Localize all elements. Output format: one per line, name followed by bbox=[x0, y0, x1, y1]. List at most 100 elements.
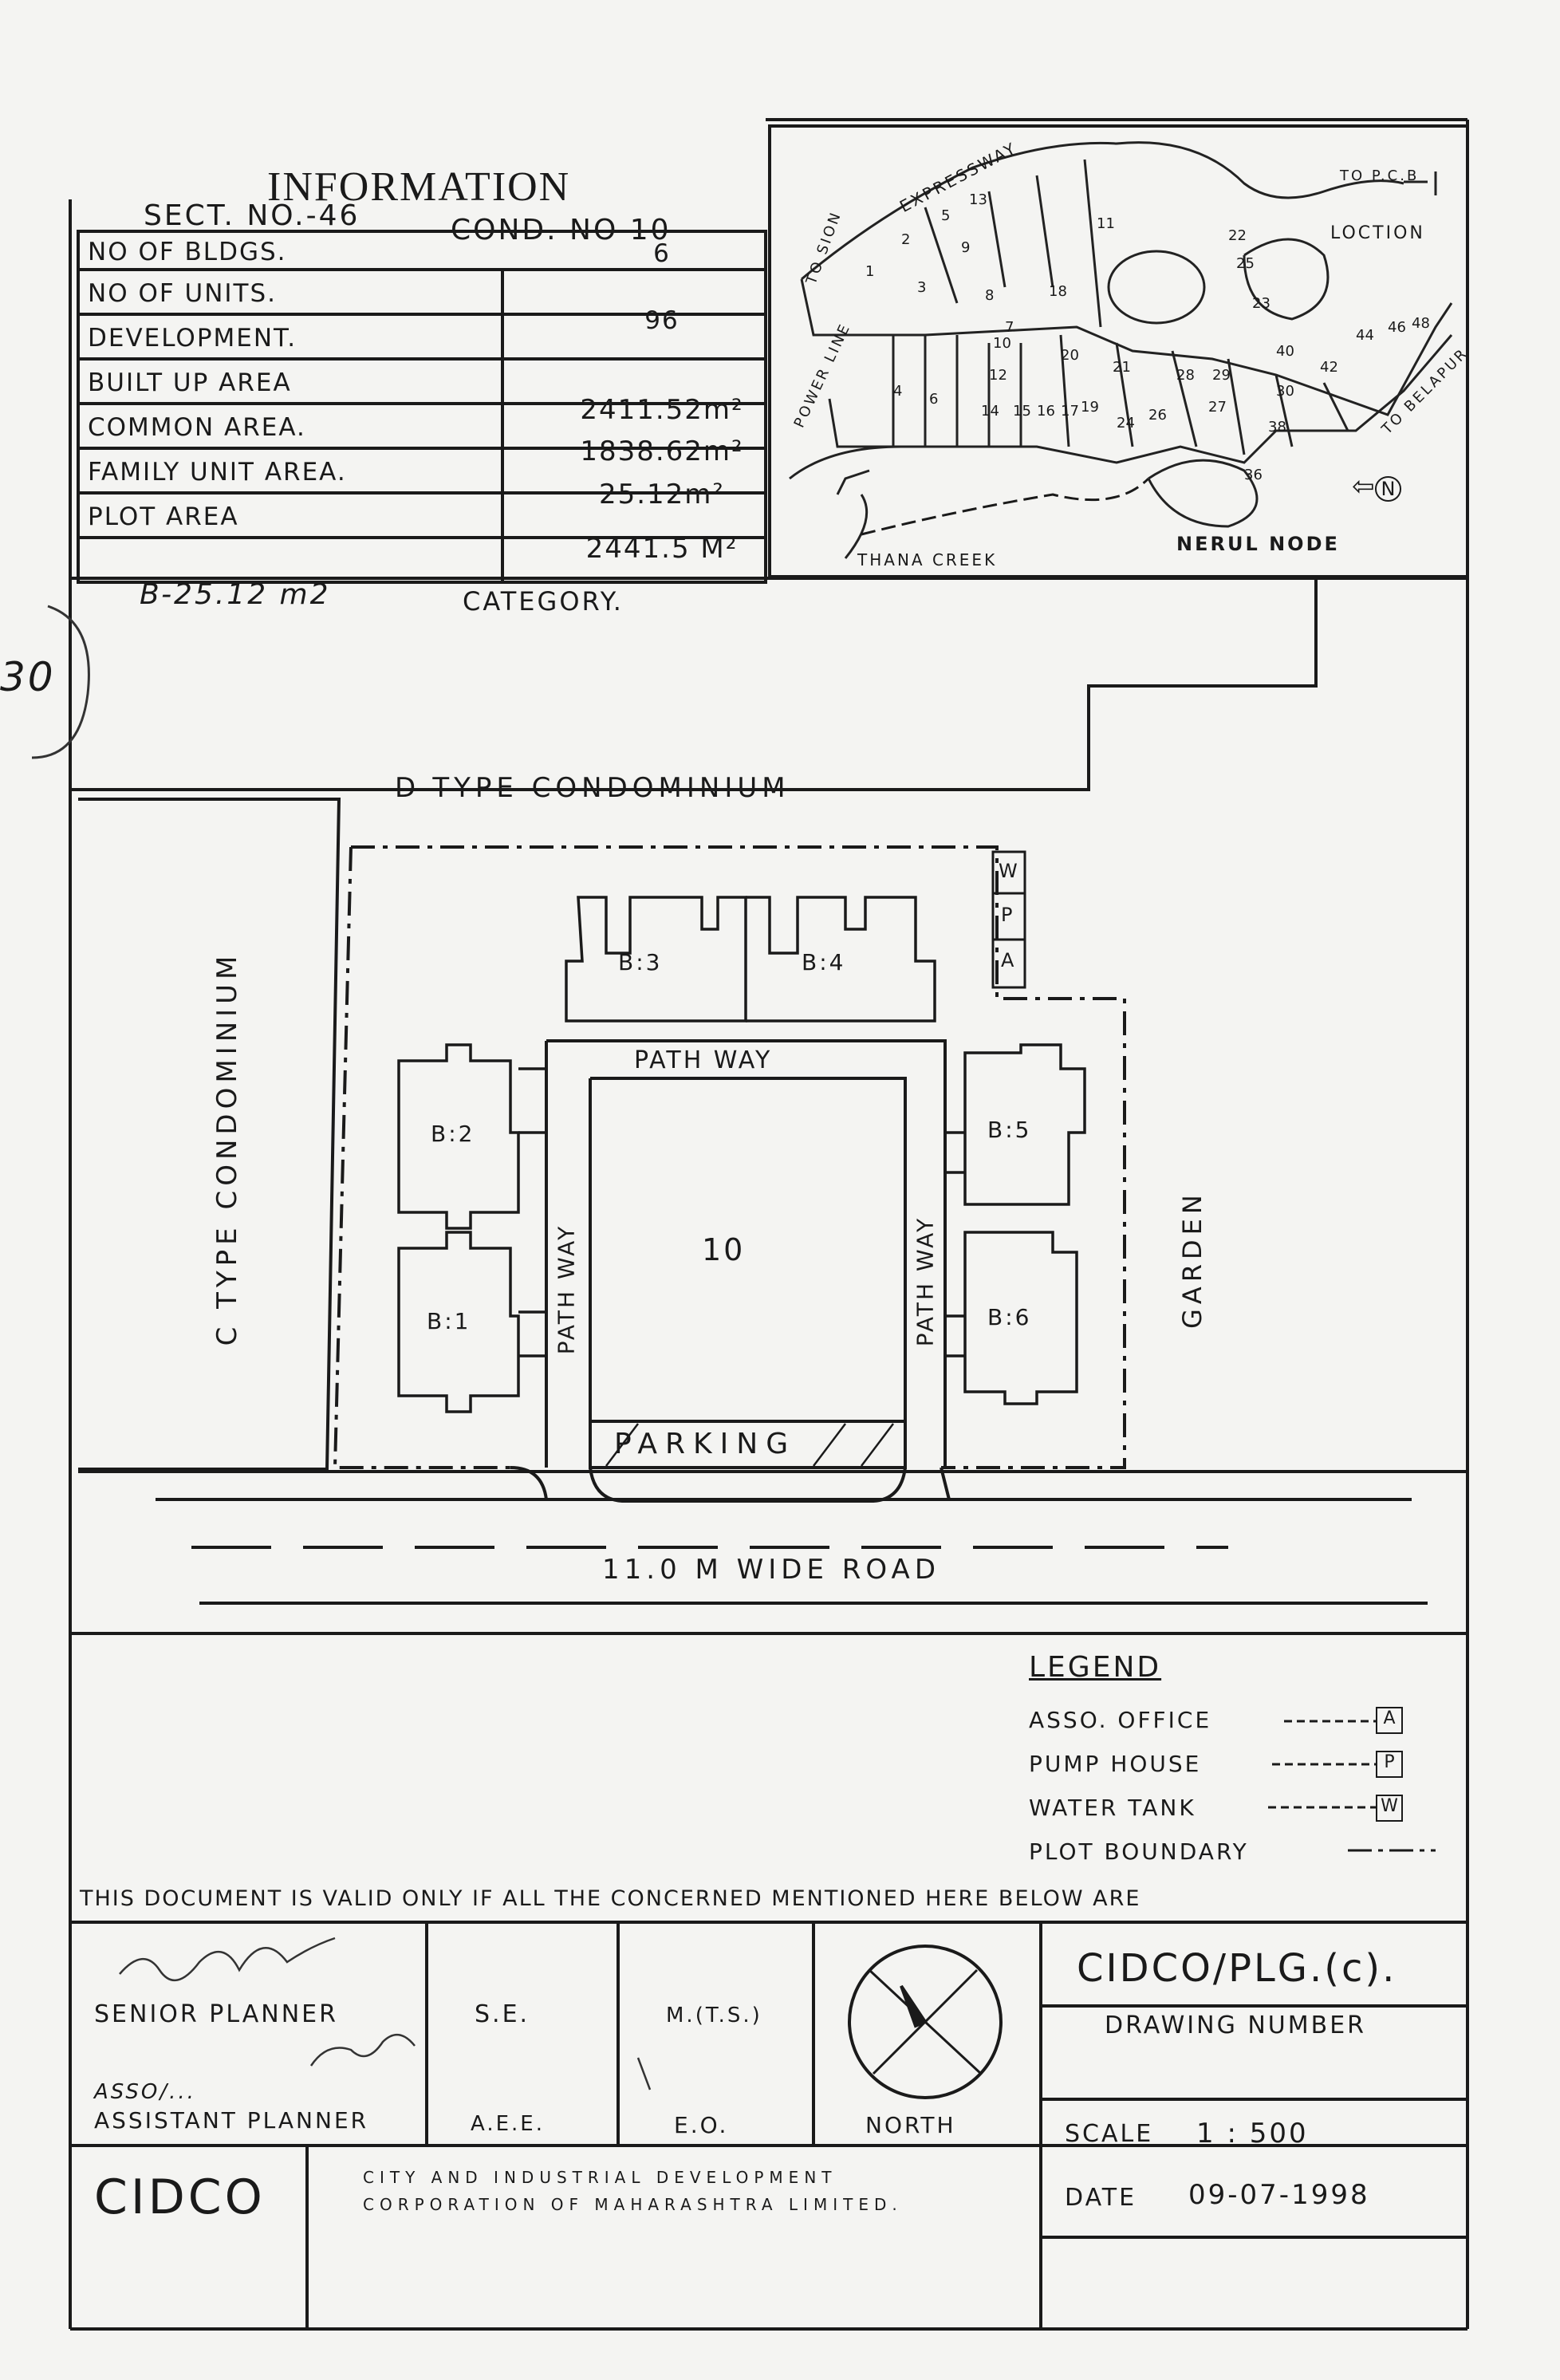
d-type-condominium-label: D-TYPE CONDOMINIUM bbox=[395, 772, 790, 804]
parking-label: PARKING bbox=[614, 1428, 797, 1460]
info-row-family-unit-area: FAMILY UNIT AREA.25.12m² bbox=[88, 458, 726, 510]
key-map-thana-creek: THANA CREEK bbox=[857, 550, 998, 569]
key-map-sector-number: 9 bbox=[961, 239, 971, 256]
key-map-sector-number: 10 bbox=[993, 335, 1011, 352]
assistant-planner-label: ASSISTANT PLANNER bbox=[94, 2107, 369, 2134]
key-map-sector-number: 13 bbox=[969, 191, 987, 208]
drawing-number-label: DRAWING NUMBER bbox=[1105, 2012, 1367, 2039]
key-map-sector-number: 2 bbox=[901, 231, 911, 248]
key-map-sector-number: 26 bbox=[1148, 407, 1167, 424]
category-value: B-25.12 m2 bbox=[140, 578, 331, 611]
building-b2: B:2 bbox=[431, 1121, 475, 1147]
legend-title: LEGEND bbox=[1029, 1651, 1162, 1684]
key-map-sector-number: 24 bbox=[1117, 415, 1135, 431]
sector-number: SECT. NO.-46 bbox=[144, 199, 360, 232]
key-map-sector-number: 18 bbox=[1049, 283, 1067, 300]
key-map-sector-number: 16 bbox=[1037, 403, 1055, 420]
pathway-left-label: PATH WAY bbox=[553, 1223, 580, 1355]
key-map-sector-number: 15 bbox=[1013, 403, 1031, 420]
key-map-sector-number: 21 bbox=[1113, 359, 1131, 376]
key-map-sector-number: 46 bbox=[1388, 319, 1406, 336]
amenity-pump-house: P bbox=[1001, 904, 1015, 926]
info-row-bldgs: NO OF BLDGS.6 bbox=[88, 238, 671, 268]
key-map-sector-number: 3 bbox=[917, 279, 927, 296]
key-map-sector-number: 20 bbox=[1061, 347, 1079, 364]
key-map-sector-number: 14 bbox=[981, 403, 999, 420]
building-b4: B:4 bbox=[802, 949, 846, 975]
key-map-sector-number: 8 bbox=[985, 287, 995, 304]
info-row-development: DEVELOPMENT. bbox=[88, 324, 297, 353]
scale-value: 1 : 500 bbox=[1196, 2118, 1309, 2149]
key-map-sector-number: 22 bbox=[1228, 227, 1247, 244]
validity-note: THIS DOCUMENT IS VALID ONLY IF ALL THE C… bbox=[80, 1886, 1141, 1911]
pathway-right-label: PATH WAY bbox=[912, 1216, 939, 1347]
key-map-sector-number: 27 bbox=[1208, 399, 1227, 416]
c-type-condominium-label: C TYPE CONDOMINIUM bbox=[211, 951, 243, 1346]
key-map-node: NERUL NODE bbox=[1176, 533, 1340, 555]
legend-item-asso-office: ASSO. OFFICE bbox=[1029, 1707, 1212, 1733]
legend-item-pump-house: PUMP HOUSE bbox=[1029, 1751, 1202, 1777]
org-name-line1: CITY AND INDUSTRIAL DEVELOPMENT bbox=[363, 2168, 837, 2187]
key-map-sector-number: 29 bbox=[1212, 367, 1231, 384]
key-map-to-pcb: TO P.C.B bbox=[1340, 167, 1420, 184]
legend-item-plot-boundary: PLOT BOUNDARY bbox=[1029, 1838, 1249, 1865]
org-logo-text: CIDCO bbox=[94, 2169, 266, 2225]
legend-symbol-asso-office: A bbox=[1376, 1707, 1403, 1734]
key-map-sector-number: 23 bbox=[1252, 295, 1270, 312]
key-map-sector-number: 25 bbox=[1236, 255, 1255, 272]
date-label: DATE bbox=[1065, 2184, 1137, 2212]
condominium-number: COND. NO 10 bbox=[451, 214, 672, 246]
key-map-sector-number: 38 bbox=[1268, 419, 1286, 435]
key-map-sector-number: 48 bbox=[1412, 315, 1430, 332]
north-arrow-icon: ⇦N bbox=[1352, 471, 1416, 502]
eo-label: E.O. bbox=[674, 2112, 729, 2138]
key-map-sector-number: 19 bbox=[1081, 399, 1099, 416]
se-label: S.E. bbox=[475, 2000, 530, 2028]
site-plan bbox=[70, 798, 1467, 1635]
key-map-sector-number: 30 bbox=[1276, 383, 1294, 400]
title-block-lines bbox=[70, 1921, 1467, 2329]
amenity-asso-office: A bbox=[1001, 949, 1017, 971]
key-map-sector-number: 7 bbox=[1005, 319, 1014, 336]
aee-label: A.E.E. bbox=[471, 2112, 545, 2136]
drawing-code: CIDCO/PLG.(c). bbox=[1077, 1946, 1397, 1991]
key-map-sector-number: 12 bbox=[989, 367, 1007, 384]
org-name-line2: CORPORATION OF MAHARASHTRA LIMITED. bbox=[363, 2195, 903, 2214]
category-label: CATEGORY. bbox=[463, 586, 624, 617]
buildings-outline bbox=[397, 896, 1086, 1413]
legend-symbol-water-tank: W bbox=[1376, 1795, 1403, 1822]
garden-label: GARDEN bbox=[1177, 1190, 1207, 1329]
info-title: INFORMATION bbox=[267, 164, 571, 210]
key-map-sector-number: 40 bbox=[1276, 343, 1294, 360]
building-b1: B:1 bbox=[427, 1308, 471, 1334]
key-map-sector-number: 1 bbox=[865, 263, 875, 280]
date-value: 09-07-1998 bbox=[1188, 2179, 1370, 2211]
amenity-water-tank: W bbox=[999, 860, 1020, 882]
key-map-sector-number: 4 bbox=[893, 383, 903, 400]
mcts-label: M.(T.S.) bbox=[666, 2004, 762, 2027]
key-map-sector-number: 28 bbox=[1176, 367, 1195, 384]
key-map-sector-number: 11 bbox=[1097, 215, 1115, 232]
building-b3: B:3 bbox=[618, 949, 663, 975]
senior-planner-label: SENIOR PLANNER bbox=[94, 2000, 338, 2028]
building-b6: B:6 bbox=[987, 1304, 1032, 1330]
legend-item-water-tank: WATER TANK bbox=[1029, 1795, 1196, 1821]
legend-symbol-plot-boundary: — - — bbox=[1348, 1865, 1398, 1880]
building-b5: B:5 bbox=[987, 1117, 1032, 1143]
key-map-sector-number: 6 bbox=[929, 391, 939, 408]
scale-label: SCALE bbox=[1065, 2120, 1154, 2148]
pathway-top-label: PATH WAY bbox=[634, 1046, 773, 1074]
plot-number: 10 bbox=[702, 1232, 746, 1267]
margin-note: 30 bbox=[0, 654, 56, 700]
signature-marks bbox=[119, 1937, 652, 2090]
key-map-sector-number: 17 bbox=[1061, 403, 1079, 420]
road-label: 11.0 M WIDE ROAD bbox=[602, 1554, 940, 1586]
north-label: NORTH bbox=[865, 2112, 956, 2138]
key-map-sector-number: 42 bbox=[1320, 359, 1338, 376]
key-map-sector-number: 5 bbox=[941, 207, 951, 224]
assistant-planner-prefix: ASSO/... bbox=[94, 2080, 196, 2104]
key-map-sector-number: 36 bbox=[1244, 467, 1263, 483]
